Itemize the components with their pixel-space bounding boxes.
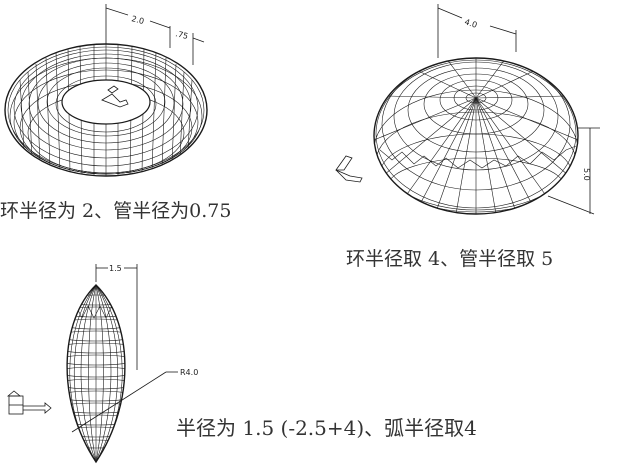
ucs-icon [101, 85, 129, 108]
caption-spindle-torus: 半径为 1.5 (-2.5+4)、弧半径取4 [176, 416, 477, 440]
dim-tube-radius: 5.0 [582, 168, 591, 181]
ucs-icon [335, 155, 363, 183]
caption-torus: 环半径为 2、管半径为0.75 [0, 200, 232, 222]
ucs-icon [6, 390, 52, 415]
apple-torus-figure: 4.0 5.0 [335, 4, 600, 215]
dim-arc-radius: R4.0 [180, 368, 198, 377]
caption-apple-torus: 环半径取 4、管半径取 5 [346, 248, 554, 270]
dim-radius: 1.5 [109, 264, 122, 273]
dim-tube-radius: .75 [175, 29, 190, 41]
dim-ring-radius: 2.0 [131, 14, 146, 26]
dim-ring-radius: 4.0 [463, 17, 478, 29]
torus-figure: 2.0 .75 [4, 4, 208, 177]
spindle-torus-figure: 1.5 R4.0 [6, 264, 198, 464]
